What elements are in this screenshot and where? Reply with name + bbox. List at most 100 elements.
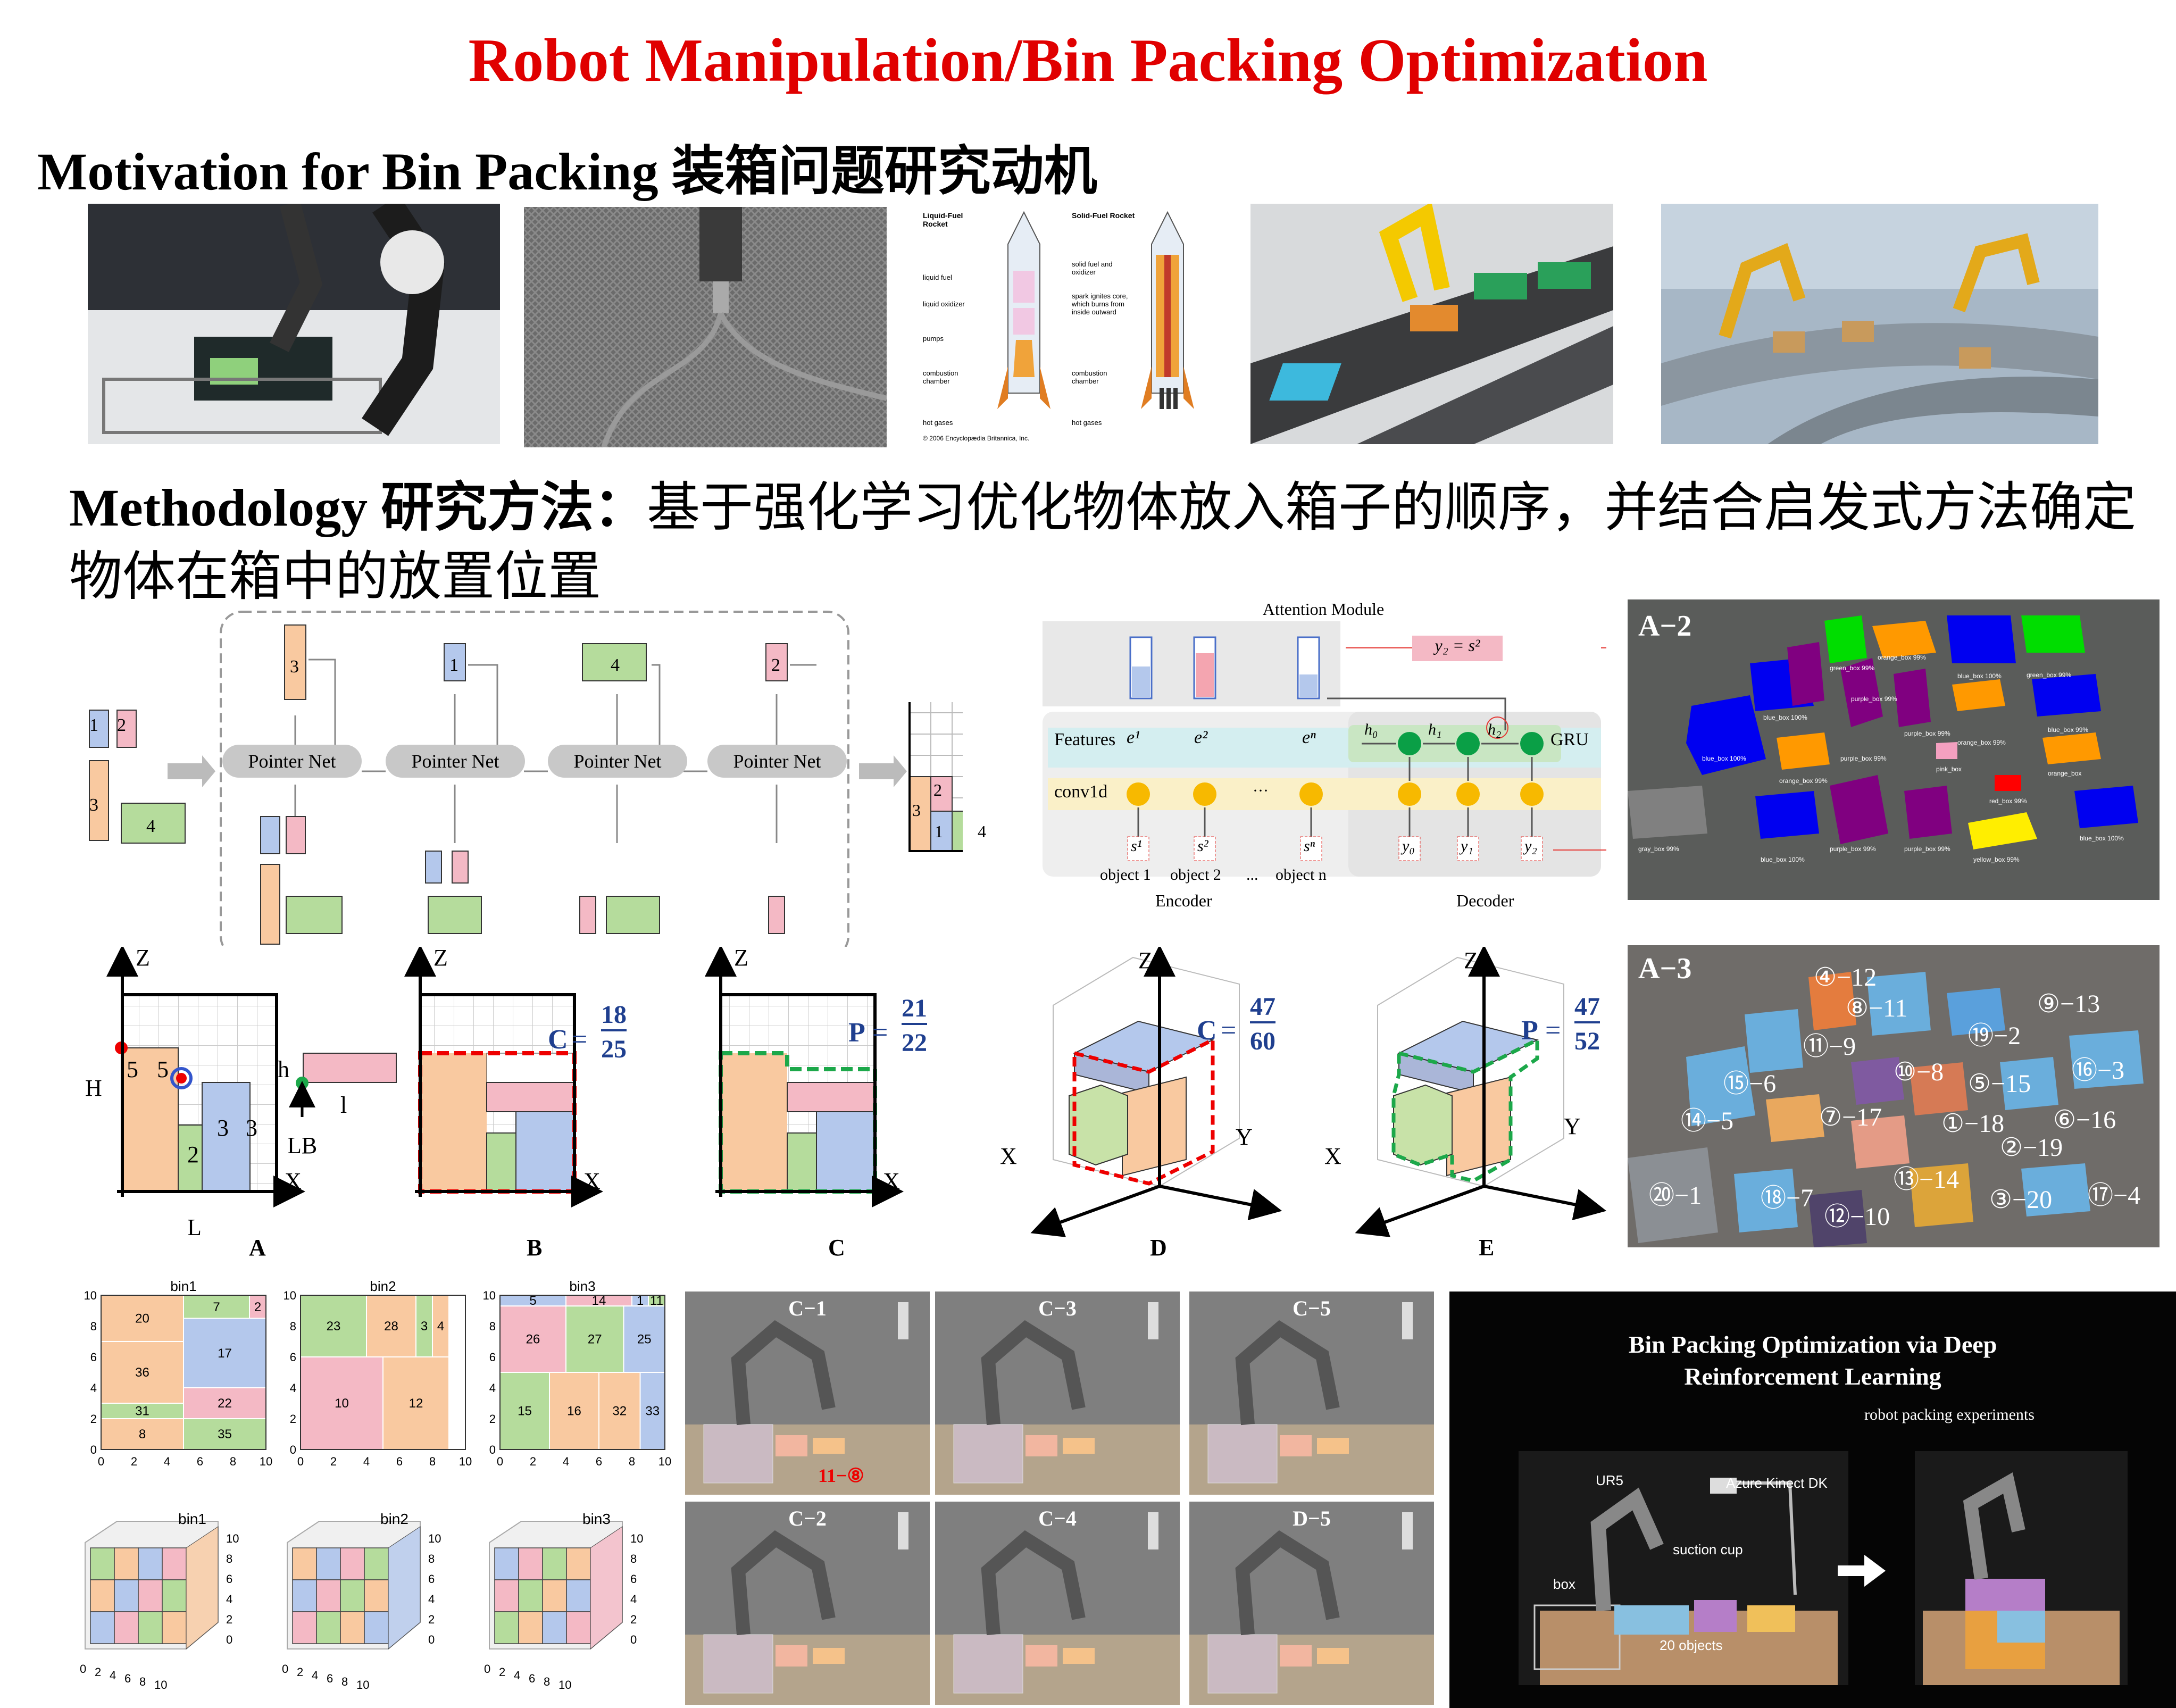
b-num: 18 <box>601 1000 627 1031</box>
order-tag: ⑯−3 <box>2072 1056 2125 1085</box>
y-tick-label: 6 <box>90 1351 97 1364</box>
detect-label: red_box 99% <box>1989 797 2027 805</box>
object-label: object 2 <box>1170 866 1221 884</box>
axis-x: X <box>583 1168 601 1194</box>
bin-item <box>366 1295 416 1357</box>
bin-item-label: 26 <box>526 1332 540 1347</box>
page-title: Robot Manipulation/Bin Packing Optimizat… <box>468 27 1708 95</box>
panel-label: D <box>1150 1235 1167 1261</box>
bin3d-box <box>518 1611 543 1644</box>
bin-item-label: 4 <box>437 1319 444 1334</box>
video-label: 20 objects <box>1660 1637 1723 1653</box>
rocket-diagram: Liquid-Fuel Rocket Solid-Fuel Rocket liq… <box>912 207 1222 447</box>
pointer-net-node: Pointer Net <box>386 745 525 778</box>
video-scene <box>1519 1451 2128 1685</box>
features-label: Features <box>1054 730 1116 749</box>
bin3d-title: bin1 <box>178 1511 206 1527</box>
bin3d-side <box>590 1526 623 1650</box>
x-tick-label: 6 <box>529 1672 535 1685</box>
h-small-label: h <box>278 1056 289 1082</box>
bin-item <box>639 1372 665 1450</box>
bin3d-box <box>292 1611 317 1644</box>
detect-label: pink_box <box>1936 765 1962 773</box>
solid-label: hot gases <box>1072 419 1102 427</box>
x-tick-label: 6 <box>327 1672 333 1685</box>
robot-frame[interactable]: C−3 <box>935 1292 1180 1495</box>
detect-label: orange_box 99% <box>1878 654 1926 661</box>
x-tick-label: 6 <box>197 1455 203 1468</box>
z-tick-label: 2 <box>428 1613 435 1626</box>
bin-item-label: 33 <box>645 1404 660 1419</box>
h-label: h₁ <box>1428 721 1442 738</box>
item-num: 5 <box>157 1056 169 1082</box>
robot-frame[interactable]: C−5 <box>1189 1292 1434 1495</box>
bin3d-box <box>162 1579 187 1612</box>
bin-frame <box>101 1295 266 1450</box>
y-tick-label: 8 <box>489 1320 496 1333</box>
bin-item-label: 35 <box>218 1427 232 1442</box>
ellipsis: ··· <box>1253 782 1269 799</box>
attention-title: Attention Module <box>1262 599 1385 619</box>
output-label: 1 <box>449 655 458 675</box>
order-tag: ⑳−1 <box>1649 1181 1702 1210</box>
solid-label: spark ignites core, which burns from ins… <box>1072 292 1128 316</box>
order-tag: ⑱−7 <box>1761 1184 1814 1212</box>
bin-frame <box>499 1295 665 1450</box>
bin-item-label: 5 <box>529 1294 536 1308</box>
bin3d-box <box>114 1579 139 1612</box>
z-tick-label: 0 <box>226 1633 232 1646</box>
video-label: box <box>1553 1576 1575 1592</box>
length-label: L <box>187 1214 202 1240</box>
robot-frame-scene <box>1189 1502 1434 1705</box>
object-label: ... <box>1246 866 1258 884</box>
detect-label: gray_box 99% <box>1638 845 1679 853</box>
x-tick-label: 6 <box>596 1455 602 1468</box>
bin3d-box <box>566 1611 591 1644</box>
object-label: object 1 <box>1100 866 1151 884</box>
bin-item-label: 31 <box>135 1404 149 1419</box>
bin-item-label: 2 <box>254 1300 261 1314</box>
item-num: 3 <box>246 1115 257 1141</box>
bin3d-box <box>364 1611 389 1644</box>
video-subtitle: robot packing experiments <box>1864 1406 2035 1423</box>
pointer-net-diagram <box>89 611 963 947</box>
order-tag: ④−12 <box>1814 963 1877 992</box>
video-panel[interactable]: Bin Packing Optimization via Deep Reinfo… <box>1449 1292 2176 1708</box>
robot-frame[interactable]: C−2 <box>685 1502 930 1705</box>
panel-label: A <box>249 1235 266 1261</box>
robot-conveyor-render <box>1250 204 1613 444</box>
order-tag: ⑧−11 <box>1846 994 1908 1022</box>
order-tag: ⑰−4 <box>2088 1181 2141 1210</box>
z-tick-label: 10 <box>226 1532 239 1545</box>
order-tag: ⑬−14 <box>1894 1165 1960 1194</box>
y-tick-label: 2 <box>90 1412 97 1426</box>
y-label: y₀ <box>1402 837 1415 855</box>
axis-z: Z <box>1138 947 1153 973</box>
liquid-label: combustion chamber <box>923 369 958 385</box>
item-label: 3 <box>89 795 98 815</box>
x-tick-label: 2 <box>330 1455 337 1468</box>
z-tick-label: 8 <box>428 1552 435 1565</box>
robot-frame[interactable]: D−5 <box>1189 1502 1434 1705</box>
bin-item <box>415 1295 433 1357</box>
detect-label: blue_box 100% <box>1702 755 1746 762</box>
bin3d-box <box>292 1547 317 1580</box>
e-label: e² <box>1194 728 1208 747</box>
axis-x: X <box>1000 1143 1017 1169</box>
detect-label: blue_box 100% <box>2080 835 2124 842</box>
x-tick-label: 0 <box>98 1455 104 1468</box>
bin-item-label: 25 <box>637 1332 652 1347</box>
video-title: Bin Packing Optimization via Deep Reinfo… <box>1628 1331 1997 1390</box>
bin-title: bin2 <box>370 1278 396 1294</box>
detect-label: purple_box 99% <box>1904 730 1950 737</box>
heuristic-figures <box>106 947 1607 1237</box>
bin3d-box <box>340 1547 365 1580</box>
x-tick-label: 10 <box>658 1455 671 1468</box>
axis-z: Z <box>1464 947 1478 973</box>
methodology-heading: Methodology 研究方法：基于强化学习优化物体放入箱子的顺序，并结合启发… <box>69 473 2144 612</box>
robot-frame[interactable]: C−4 <box>935 1502 1180 1705</box>
detect-label: orange_box <box>2048 770 2082 777</box>
axis-z: Z <box>136 945 150 971</box>
